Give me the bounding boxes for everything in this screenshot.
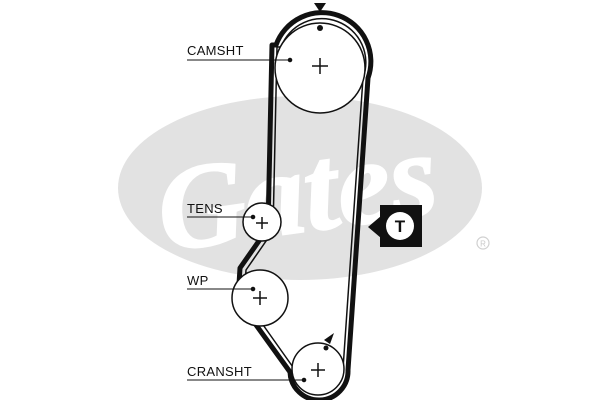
tensioner-badge-icon: T [368, 205, 422, 247]
tensioner-pulley [242, 202, 282, 242]
gates-watermark: Gates R [118, 96, 490, 280]
water-pump-pulley [231, 269, 289, 327]
timing-mark-arrow-icon [314, 3, 326, 12]
camshaft-pulley [274, 22, 366, 114]
crankshaft-timing-dot [323, 345, 329, 351]
badge-disc [386, 212, 414, 240]
registered-mark-letter: R [480, 240, 486, 249]
crankshaft-label: CRANSHT [187, 364, 252, 379]
water-pump-label: WP [187, 273, 209, 288]
camshaft-timing-dot [317, 25, 323, 31]
crankshaft-pulley [291, 342, 345, 396]
timing-belt [235, 10, 374, 403]
registered-mark-icon [476, 236, 490, 250]
crank-timing-mark-arrow-icon [324, 333, 334, 344]
leader-lines [187, 57, 307, 383]
badge-pointer [368, 216, 381, 238]
camshaft-label: CAMSHT [187, 43, 244, 58]
badge-letter: T [395, 217, 406, 236]
tensioner-label: TENS [187, 201, 223, 216]
